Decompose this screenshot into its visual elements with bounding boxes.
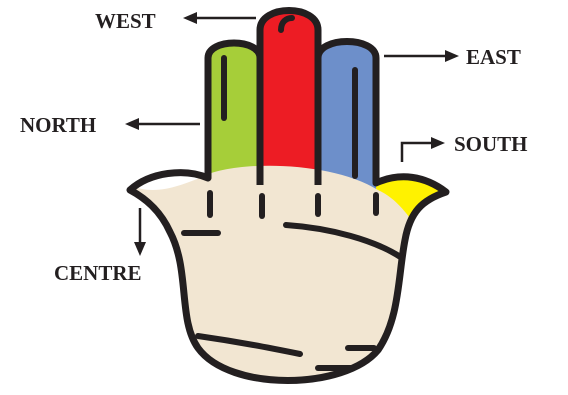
south-arrow-shaft <box>400 141 432 162</box>
west-finger-fill <box>260 10 318 190</box>
palm-line <box>195 333 303 357</box>
centre-arrow <box>134 208 146 256</box>
south-arrow <box>400 137 445 162</box>
west-label: WEST <box>95 9 156 33</box>
north-arrow <box>125 118 200 130</box>
centre-arrow-head <box>134 242 146 256</box>
west-arrow <box>183 12 256 24</box>
east-arrow <box>384 50 459 62</box>
north-label: NORTH <box>20 113 96 137</box>
hand-outline <box>126 7 450 384</box>
west-arrow-head <box>183 12 197 24</box>
south-arrow-head <box>431 137 445 149</box>
south-label: SOUTH <box>454 132 528 156</box>
palm-line <box>283 222 405 261</box>
hand-fills <box>130 10 446 381</box>
east-label: EAST <box>466 45 521 69</box>
north-arrow-head <box>125 118 139 130</box>
west-finger-highlight <box>278 15 295 33</box>
east-arrow-head <box>445 50 459 62</box>
centre-label: CENTRE <box>54 261 142 285</box>
